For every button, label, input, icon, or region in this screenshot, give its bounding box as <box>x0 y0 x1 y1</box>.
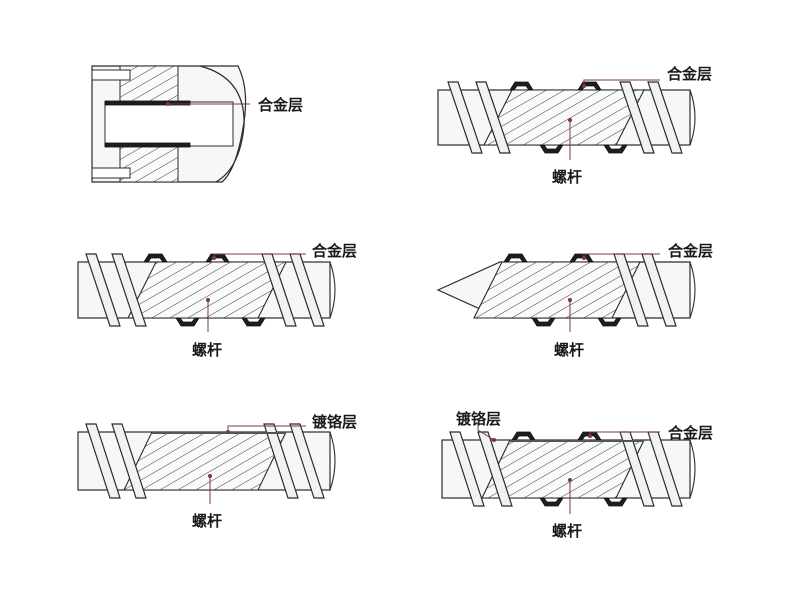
alloy-crest <box>143 253 168 263</box>
alloy-crest <box>509 81 534 91</box>
thread-flight <box>111 423 147 499</box>
alloy-crest <box>531 317 556 327</box>
alloy-crest <box>597 317 622 327</box>
label-alloy-layer-1: 合金层 <box>257 96 303 114</box>
alloy-crest <box>205 253 230 263</box>
label-alloy-layer-3: 合金层 <box>311 242 357 260</box>
panel-screw-5 <box>77 423 336 504</box>
label-alloy-layer-2: 合金层 <box>666 65 712 83</box>
alloy-crest <box>577 81 602 91</box>
screw-panels <box>77 79 696 514</box>
thread-flight <box>475 81 511 154</box>
label-chrome-layer-6: 镀铬层 <box>456 410 501 428</box>
panel-barrel-section <box>91 65 250 183</box>
thread-flight <box>263 423 299 499</box>
thread-flight <box>619 81 655 154</box>
label-screw-5: 螺杆 <box>192 512 222 530</box>
label-alloy-layer-4: 合金层 <box>667 242 713 260</box>
thread-flight <box>111 253 147 327</box>
thread-flight <box>449 431 485 507</box>
label-alloy-layer-6: 合金层 <box>667 424 713 442</box>
alloy-crest <box>539 144 564 154</box>
alloy-crest <box>511 431 536 441</box>
thread-flight <box>447 81 483 154</box>
alloy-crest <box>241 317 266 327</box>
thread-flight <box>647 81 683 154</box>
label-screw-4: 螺杆 <box>554 341 584 359</box>
alloy-crest <box>539 497 564 507</box>
alloy-crest <box>603 144 628 154</box>
panel-screw-3 <box>77 253 336 332</box>
panel-screw-6 <box>441 424 696 514</box>
alloy-crest <box>603 497 628 507</box>
panel-screw-4 <box>436 253 696 332</box>
alloy-crest <box>503 253 528 263</box>
thread-flight <box>85 423 121 499</box>
label-screw-6: 螺杆 <box>552 522 582 540</box>
alloy-crest <box>175 317 200 327</box>
label-chrome-layer-5: 镀铬层 <box>312 413 357 431</box>
thread-flight <box>289 423 325 499</box>
label-screw-2: 螺杆 <box>552 168 582 186</box>
panel-screw-2 <box>437 79 696 160</box>
thread-flight <box>477 431 513 507</box>
thread-flight <box>85 253 121 327</box>
label-screw-3: 螺杆 <box>192 341 222 359</box>
alloy-crest <box>569 253 594 263</box>
